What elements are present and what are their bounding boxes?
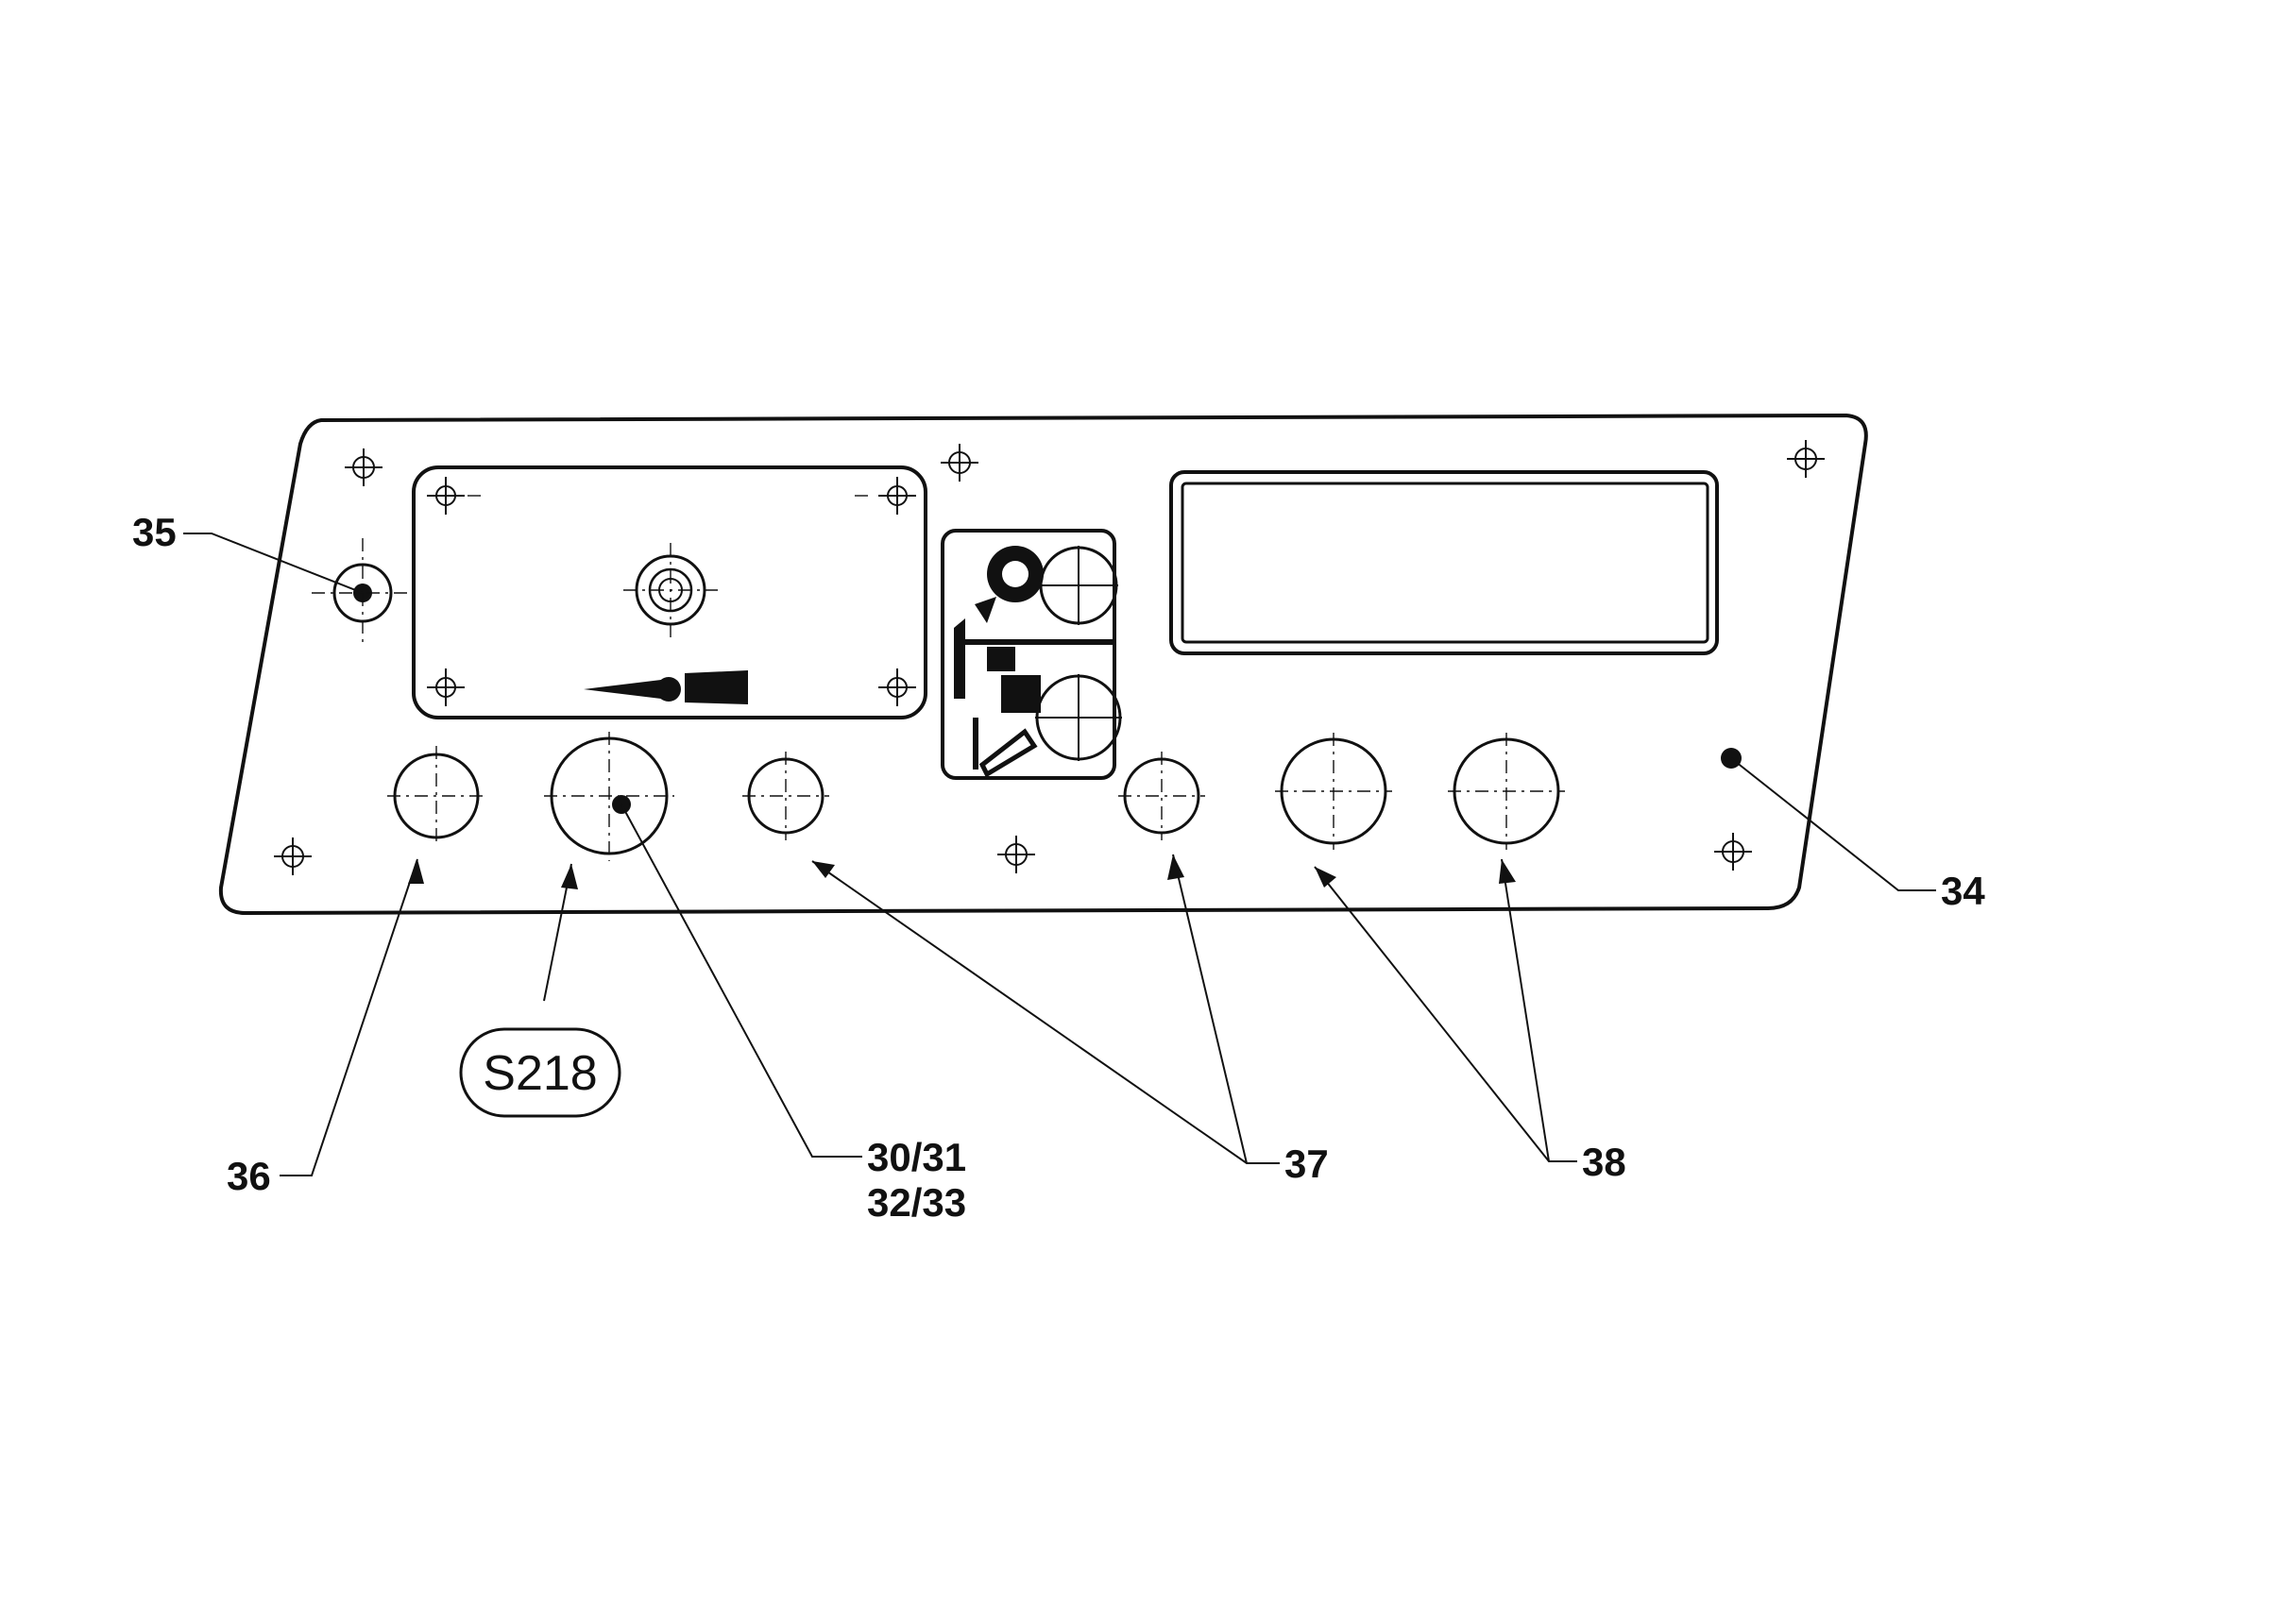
display-window [1169,470,1719,655]
callout-36: 36 [227,1154,271,1198]
callout-38: 38 [1582,1140,1626,1184]
callout-34: 34 [1941,869,1985,913]
callout-32-33: 32/33 [867,1180,966,1225]
knob-37-right [1118,752,1205,840]
arrowheads [408,854,1516,889]
knob-38-right [1448,733,1565,850]
s218-label: S218 [483,1046,597,1101]
knob-38-left [1275,733,1392,850]
leader-lines [183,533,1936,1176]
panel-outline [218,413,1868,916]
knob-36 [387,746,485,846]
wiring-schematic-icon [941,529,1122,780]
callout-30-31: 30/31 [867,1135,966,1179]
knob-37-left [742,752,829,840]
s218-badge: S218 [459,1027,621,1118]
mounting-hole-icon [274,440,1825,875]
lamp-35 [312,538,416,647]
callout-35: 35 [132,510,177,554]
instrument-plate [412,465,927,719]
knob-s218 [544,732,674,861]
callout-37: 37 [1284,1142,1329,1186]
